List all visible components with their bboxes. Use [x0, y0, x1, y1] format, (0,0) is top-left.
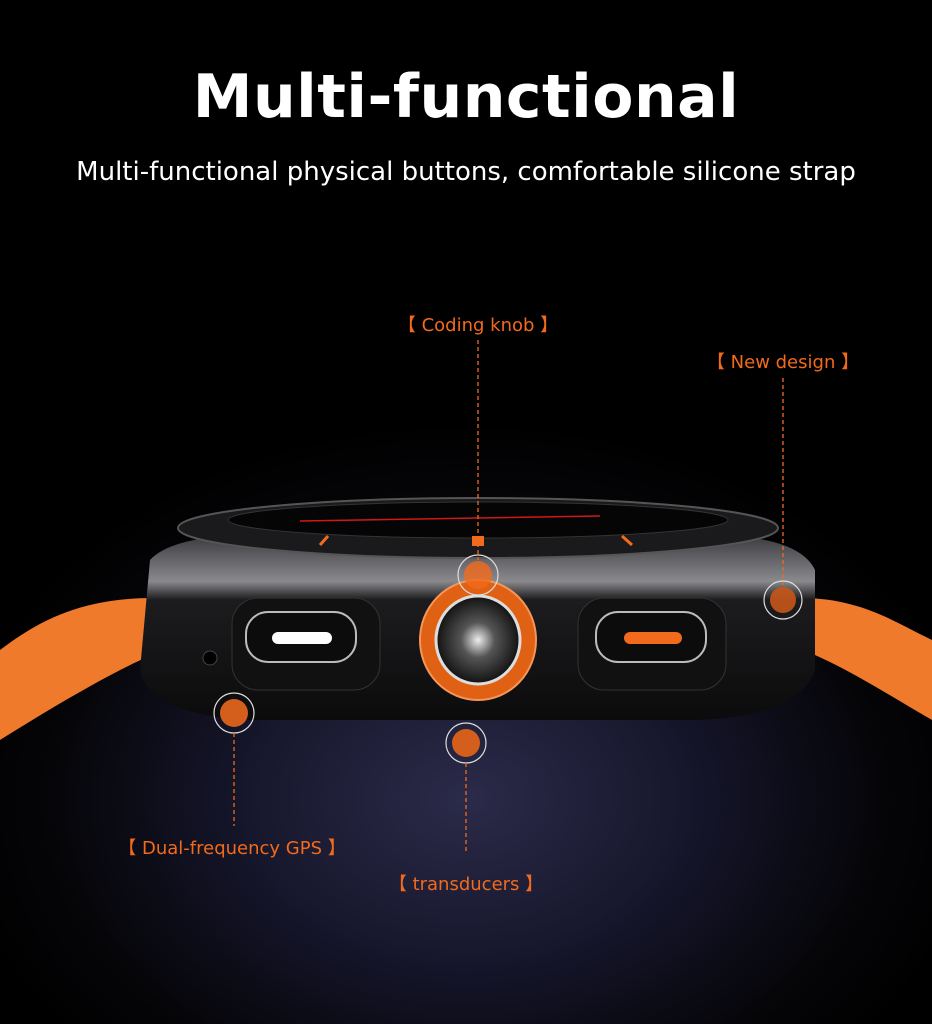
callout-new-design: 【 New design 】 [706, 352, 860, 373]
callout-new-design-marker [763, 378, 803, 620]
page-title: Multi-functional [192, 62, 740, 132]
callout-dual-frequency-gps: 【 Dual-frequency GPS 】 [118, 838, 346, 859]
page-subtitle: Multi-functional physical buttons, comfo… [76, 157, 856, 187]
callout-coding-knob: 【 Coding knob 】 [397, 315, 559, 336]
callout-gps-marker [213, 692, 255, 826]
callout-transducers-marker [445, 722, 487, 852]
callout-coding-knob-marker [457, 340, 499, 596]
callout-transducers: 【 transducers 】 [388, 874, 544, 895]
